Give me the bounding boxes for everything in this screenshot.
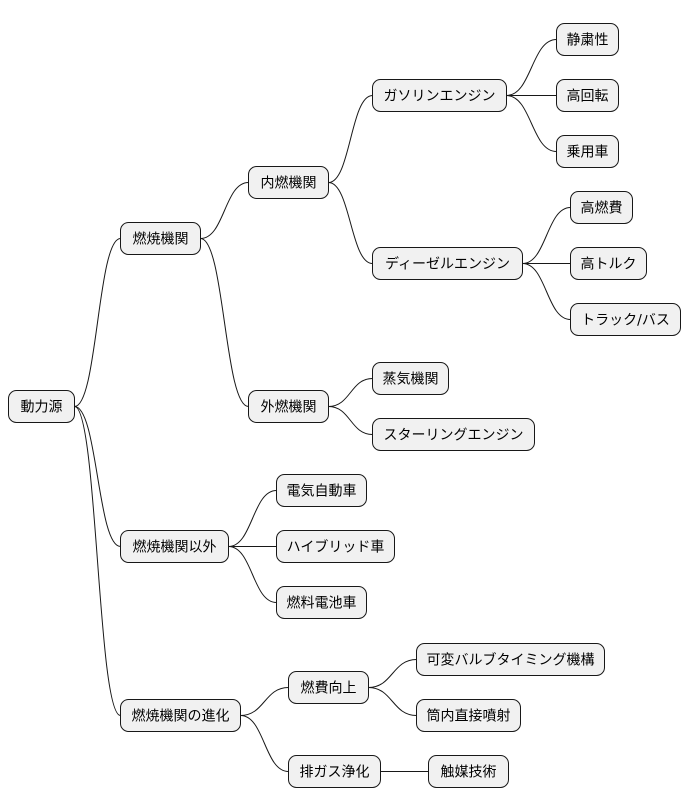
mindmap-node-root-c0-c0-c1-c0: 高燃費 — [570, 191, 633, 224]
mindmap-node-box — [416, 699, 521, 732]
mindmap-node-root-c1-c0: 電気自動車 — [276, 474, 367, 507]
mindmap-node-root-c0-c0: 内燃機関 — [248, 166, 329, 199]
mindmap-node-box — [276, 474, 367, 507]
mindmap-node-box — [428, 755, 509, 788]
mindmap-node-box — [276, 586, 367, 619]
mindmap-node-box — [372, 418, 535, 451]
mindmap-edge — [506, 39, 557, 96]
mindmap-node-label: 高回転 — [567, 88, 609, 105]
mindmap-node-label: 燃料電池車 — [287, 595, 357, 612]
mindmap-node-box — [570, 247, 647, 280]
mindmap-node-root-c2-c0: 燃費向上 — [288, 671, 369, 704]
mindmap-edge — [228, 490, 277, 547]
mindmap-node-label: 可変バルブタイミング機構 — [427, 652, 595, 669]
mindmap-edge — [328, 95, 373, 183]
mindmap-edge — [74, 406, 121, 547]
mindmap-node-label: スターリングエンジン — [384, 428, 524, 444]
mindmap-node-label: 燃費向上 — [301, 680, 357, 697]
mindmap-node-label: ガソリンエンジン — [384, 89, 496, 105]
mindmap-node-root-c0-c0-c0: ガソリンエンジン — [372, 79, 507, 112]
mindmap-node-root-c2-c1: 排ガス浄化 — [288, 755, 381, 788]
mindmap-node-label: 電気自動車 — [287, 483, 357, 500]
mindmap-edge — [228, 546, 277, 603]
mindmap-node-box — [556, 79, 619, 112]
mindmap-node-box — [416, 643, 605, 676]
mindmap-edge — [328, 378, 373, 407]
mindmap-node-root-c0-c0-c1: ディーゼルエンジン — [372, 247, 523, 280]
mindmap-node-box — [8, 390, 75, 423]
mindmap-node-root-c2: 燃焼機関の進化 — [120, 699, 241, 732]
mindmap-edge — [328, 406, 373, 435]
mindmap-node-box — [276, 530, 395, 563]
mindmap-node-box — [556, 135, 619, 168]
mindmap-node-label: 外燃機関 — [261, 399, 317, 416]
mindmap-node-label: 高トルク — [581, 256, 637, 273]
mindmap-edge — [200, 238, 249, 407]
mindmap-node-root-c1: 燃焼機関以外 — [120, 530, 229, 563]
mindmap-node-root-c0-c0-c0-c2: 乗用車 — [556, 135, 619, 168]
mindmap-node-root-c0-c0-c1-c2: トラック/バス — [570, 303, 681, 336]
mindmap-node-root-c0-c0-c0-c1: 高回転 — [556, 79, 619, 112]
mindmap-node-root-c1-c1: ハイブリッド車 — [276, 530, 395, 563]
mindmap-node-label: 高燃費 — [581, 200, 623, 217]
mindmap-node-label: 排ガス浄化 — [300, 765, 370, 781]
mindmap-node-label: 燃焼機関以外 — [133, 539, 217, 556]
mindmap-node-root-c1-c2: 燃料電池車 — [276, 586, 367, 619]
mindmap-node-box — [372, 79, 507, 112]
mindmap-node-box — [372, 362, 449, 395]
mindmap-node-box — [248, 390, 329, 423]
mindmap-edge — [368, 659, 417, 688]
mindmap-node-box — [120, 699, 241, 732]
mindmap-node-label: 内燃機関 — [261, 175, 317, 192]
mindmap-node-root-c2-c0-c0: 可変バルブタイミング機構 — [416, 643, 605, 676]
mindmap-node-root-c2-c1-c0: 触媒技術 — [428, 755, 509, 788]
mindmap-edge — [74, 238, 121, 407]
mindmap-node-box — [248, 166, 329, 199]
mindmap-node-root-c0-c1-c1: スターリングエンジン — [372, 418, 535, 451]
mindmap-node-root-c0-c1: 外燃機関 — [248, 390, 329, 423]
mindmap-node-box — [288, 671, 369, 704]
mindmap-edge — [522, 263, 571, 320]
mindmap-node-label: 蒸気機関 — [383, 372, 439, 388]
mindmap-node-label: ディーゼルエンジン — [385, 256, 510, 273]
mindmap-node-box — [288, 755, 381, 788]
mindmap-edge — [74, 406, 121, 716]
mindmap-edges — [74, 39, 571, 773]
mindmap-node-label: 乗用車 — [567, 144, 609, 161]
mindmap-node-box — [120, 222, 201, 255]
mindmap-node-box — [556, 23, 619, 56]
mindmap-node-box — [372, 247, 523, 280]
mindmap-node-root: 動力源 — [8, 390, 75, 423]
mindmap-node-box — [120, 530, 229, 563]
mindmap-edge — [522, 207, 571, 264]
mindmap-node-label: トラック/バス — [581, 313, 670, 329]
mindmap-node-root-c0-c0-c1-c1: 高トルク — [570, 247, 647, 280]
mindmap-node-box — [570, 191, 633, 224]
mindmap-edge — [368, 687, 417, 716]
mindmap-edge — [240, 715, 289, 772]
mindmap-node-root-c0: 燃焼機関 — [120, 222, 201, 255]
mindmap-edge — [200, 182, 249, 239]
mindmap-node-label: 触媒技術 — [441, 765, 497, 781]
mindmap-node-root-c0-c0-c0-c0: 静粛性 — [556, 23, 619, 56]
mindmap-edge — [506, 95, 557, 152]
mindmap-node-label: 燃焼機関の進化 — [132, 708, 230, 725]
mindmap-edge — [240, 687, 289, 716]
mindmap-node-label: 静粛性 — [567, 33, 609, 49]
mindmap-node-label: 動力源 — [21, 400, 63, 416]
mindmap-node-label: 筒内直接噴射 — [427, 708, 511, 725]
mindmap-node-root-c2-c0-c1: 筒内直接噴射 — [416, 699, 521, 732]
mindmap-node-box — [570, 303, 681, 336]
mindmap-node-label: 燃焼機関 — [133, 231, 189, 248]
mindmap-edge — [328, 182, 373, 264]
mindmap-node-root-c0-c1-c0: 蒸気機関 — [372, 362, 449, 395]
mindmap-node-label: ハイブリッド車 — [287, 539, 385, 556]
